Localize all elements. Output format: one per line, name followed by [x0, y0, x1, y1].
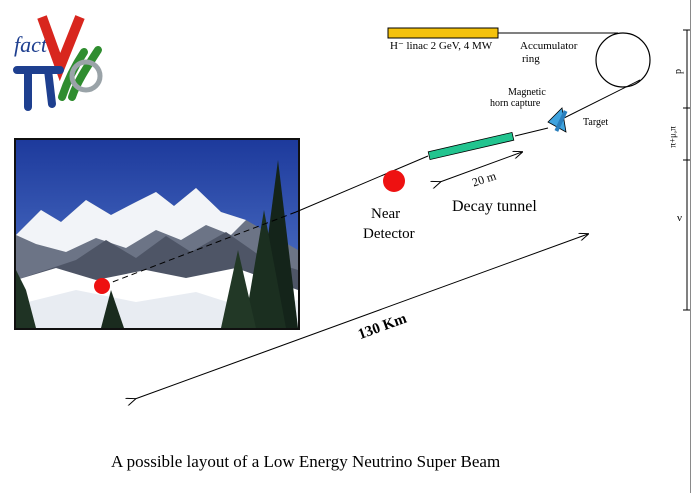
- target-label: Target: [583, 117, 609, 128]
- beam-dashed-line: [101, 211, 297, 287]
- linac-label: H⁻ linac 2 GeV, 4 MW: [390, 40, 493, 52]
- beam-line: [514, 127, 549, 137]
- linac-bar: [387, 27, 499, 39]
- caption: A possible layout of a Low Energy Neutri…: [111, 452, 501, 471]
- decay-tunnel: [427, 131, 515, 161]
- decay-length-arrow: [440, 152, 522, 182]
- scale-label-p: p: [673, 69, 684, 74]
- factnupimu-logo: fact: [12, 12, 112, 112]
- accumulator-ring: [595, 32, 651, 88]
- accumulator-label-line2: ring: [522, 53, 540, 65]
- scale-label-pimu: π+μ,π: [667, 126, 678, 148]
- right-edge-rule: [690, 0, 691, 493]
- decay-tunnel-label: Decay tunnel: [452, 198, 537, 215]
- logo-fact-text: fact: [14, 32, 48, 57]
- near-detector-dot: [383, 170, 405, 192]
- near-detector-label-line1: Near: [371, 206, 401, 222]
- magnetic-label-line1: Magnetic: [508, 87, 546, 98]
- far-detector-dot: [94, 278, 110, 294]
- accumulator-label-line1: Accumulator: [520, 40, 578, 52]
- scale-label-nu: ν: [677, 212, 682, 224]
- near-detector-label-line2: Detector: [363, 226, 415, 242]
- magnetic-label-line2: horn capture: [490, 98, 541, 109]
- baseline-arrow: [135, 234, 588, 399]
